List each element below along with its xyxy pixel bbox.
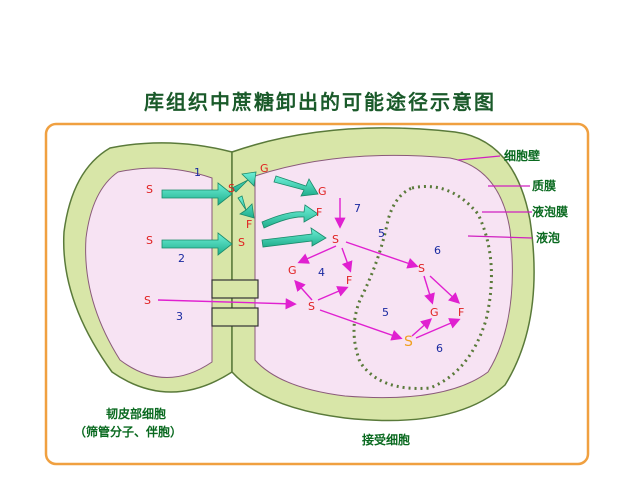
symplast-arrows bbox=[157, 198, 461, 341]
label-pointers bbox=[457, 155, 533, 239]
apoplast-arrows bbox=[161, 171, 327, 256]
plasmodesma-upper bbox=[211, 279, 259, 299]
label-phloem-subtitle: （筛管分子、伴胞） bbox=[74, 424, 182, 439]
fructose-vacuole: F bbox=[458, 306, 464, 319]
glucose-receiver-mid: G bbox=[288, 264, 297, 277]
glucose-vacuole: G bbox=[430, 306, 439, 319]
label-tonoplast: 液泡膜 bbox=[532, 204, 568, 219]
sucrose-apoplast-top: S bbox=[228, 182, 235, 195]
label-plasma-membrane: 质膜 bbox=[532, 178, 556, 193]
pathway-number-6-upper: 6 bbox=[434, 244, 441, 257]
pathway-number-4: 4 bbox=[318, 266, 325, 279]
pathway-number-2: 2 bbox=[178, 252, 185, 265]
label-phloem-cell: 韧皮部细胞 bbox=[106, 406, 166, 421]
sucrose-phloem-bottom: S bbox=[144, 294, 151, 307]
pathway-number-5-upper: 5 bbox=[378, 227, 385, 240]
phloem-cell-interior bbox=[85, 167, 213, 378]
fructose-receiver-mid: F bbox=[346, 274, 352, 287]
sucrose-vacuole: S bbox=[418, 262, 425, 275]
receiver-cell-interior bbox=[254, 154, 513, 399]
diagram-title: 库组织中蔗糖卸出的可能途径示意图 bbox=[144, 90, 496, 114]
plasmodesma-lower bbox=[211, 307, 259, 327]
glucose-apoplast: G bbox=[260, 162, 269, 175]
vacuole-membrane bbox=[352, 185, 493, 390]
sucrose-receiver-lower: S bbox=[308, 300, 315, 313]
fructose-apoplast: F bbox=[246, 218, 252, 231]
sucrose-receiver: S bbox=[332, 233, 339, 246]
pathway-number-7: 7 bbox=[354, 202, 361, 215]
pathway-number-5-lower: 5 bbox=[382, 306, 389, 319]
fructose-receiver-top: F bbox=[316, 206, 322, 219]
glucose-receiver-top: G bbox=[318, 185, 327, 198]
sucrose-phloem-top: S bbox=[146, 183, 153, 196]
pathway-number-3: 3 bbox=[176, 310, 183, 323]
pathway-number-6-lower: 6 bbox=[436, 342, 443, 355]
label-receiver-cell: 接受细胞 bbox=[362, 432, 410, 447]
sucrose-vacuole-highlight: S bbox=[404, 334, 413, 350]
sucrose-phloem-mid: S bbox=[146, 234, 153, 247]
label-cell-wall: 细胞壁 bbox=[504, 148, 540, 163]
label-vacuole: 液泡 bbox=[536, 230, 560, 245]
pathway-number-1: 1 bbox=[194, 166, 201, 179]
sucrose-apoplast-mid: S bbox=[238, 236, 245, 249]
